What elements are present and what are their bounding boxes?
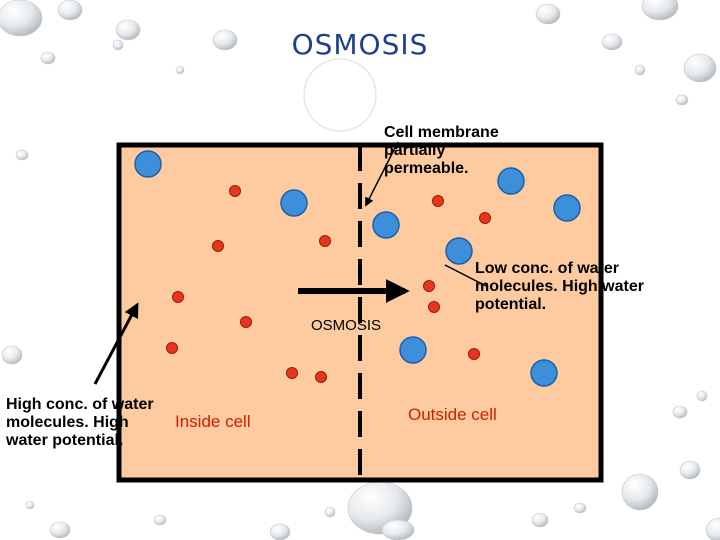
water-molecule [530, 359, 558, 387]
solute-particle [432, 195, 444, 207]
water-molecule [553, 194, 581, 222]
high-conc-label: High conc. of water molecules. High wate… [6, 396, 154, 449]
high-conc-pointer-arrow [93, 302, 139, 385]
solute-particle [212, 240, 224, 252]
solute-particle [240, 316, 252, 328]
solute-particle [229, 185, 241, 197]
water-molecules [134, 150, 581, 387]
water-molecule [134, 150, 162, 178]
solute-particles [166, 185, 491, 383]
solute-particle [468, 348, 480, 360]
solute-particle [428, 301, 440, 313]
solute-particle [286, 367, 298, 379]
low-conc-label: Low conc. of water molecules. High water… [475, 260, 644, 313]
outside-cell-label: Outside cell [408, 405, 497, 424]
water-molecule [372, 211, 400, 239]
water-molecule [445, 237, 473, 265]
solute-particle [319, 235, 331, 247]
slide-title: OSMOSIS [291, 28, 429, 61]
membrane-pointer-arrow [365, 141, 399, 207]
solute-particle [166, 342, 178, 354]
solute-particle [479, 212, 491, 224]
osmosis-arrow-label: OSMOSIS [311, 317, 382, 334]
water-molecule [399, 336, 427, 364]
solute-particle [172, 291, 184, 303]
water-molecule [497, 167, 525, 195]
solute-particle [423, 280, 435, 292]
solute-particle [315, 371, 327, 383]
membrane-label: Cell membrane partially permeable. [384, 124, 499, 177]
low-conc-pointer-line [444, 264, 487, 287]
inside-cell-label: Inside cell [175, 412, 251, 431]
water-molecule [280, 189, 308, 217]
